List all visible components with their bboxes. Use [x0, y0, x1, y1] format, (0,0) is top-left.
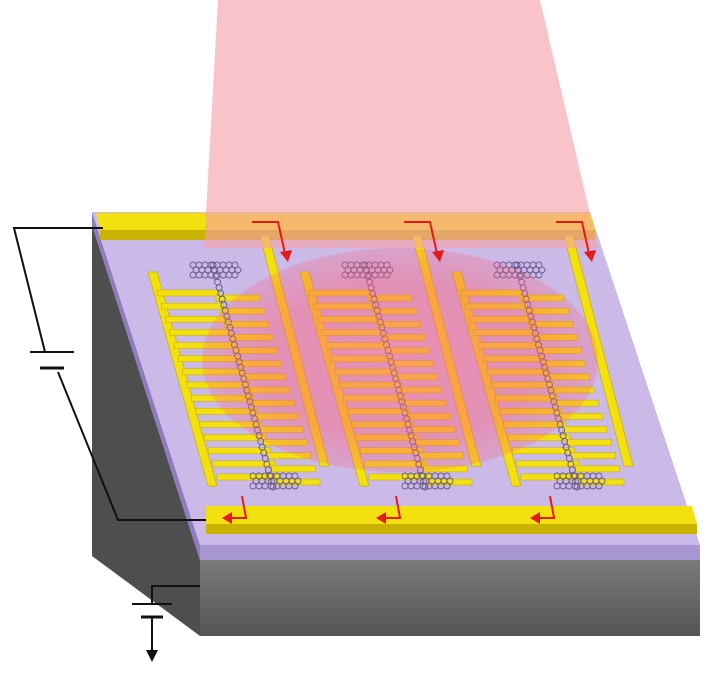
bottom-bus-top	[206, 506, 697, 524]
current-direction-arrows	[222, 221, 596, 524]
graphene-flake-top	[538, 266, 546, 274]
ground-arrow	[146, 650, 158, 662]
finger-electrode-left	[160, 302, 224, 310]
finger-electrode-left	[208, 447, 271, 455]
finger-electrode-right	[571, 452, 616, 460]
left-comb-spine	[147, 271, 218, 487]
laser-spot	[202, 248, 598, 472]
wire-bottom	[57, 371, 206, 521]
base-block-side	[92, 225, 200, 636]
finger-electrode-left	[368, 473, 432, 481]
current-arrow-down	[556, 221, 591, 259]
finger-electrode-left	[156, 289, 220, 297]
current-arrow-down	[252, 221, 287, 259]
graphene-flake-top	[535, 261, 543, 269]
current-arrow-head	[584, 250, 596, 262]
ground-wire	[151, 585, 200, 604]
graphene-flake-bottom	[595, 482, 603, 490]
current-arrow-left	[228, 495, 248, 519]
graphene-flake-top	[535, 271, 543, 279]
graphene-flake-top	[234, 266, 242, 274]
bottom-bus-electrode	[206, 506, 697, 534]
current-arrow-head	[280, 250, 292, 262]
current-arrow-down	[404, 221, 439, 259]
current-arrow-left	[382, 495, 402, 519]
finger-electrode-left	[520, 473, 584, 481]
current-arrow-left	[536, 495, 556, 519]
substrate-front	[200, 545, 700, 560]
laser-beam	[204, 0, 598, 248]
current-arrow-head	[530, 512, 540, 524]
graphene-flake-top	[231, 261, 239, 269]
circuit	[12, 227, 206, 662]
wire-top	[12, 227, 103, 353]
graphene-flake-bottom	[291, 472, 299, 480]
graphene-flake-bottom	[443, 472, 451, 480]
graphene-flake-bottom	[294, 477, 302, 485]
graphene-flake-bottom	[443, 482, 451, 490]
base-block-front	[200, 560, 700, 636]
substrate-side	[92, 212, 200, 560]
graphene-flake-bottom	[598, 477, 606, 485]
finger-electrode-left	[216, 473, 280, 481]
graphene-flake-bottom	[446, 477, 454, 485]
base-block	[92, 225, 700, 636]
current-arrow-head	[432, 250, 444, 262]
current-arrow-head	[376, 512, 386, 524]
graphene-flake-bottom	[595, 472, 603, 480]
current-arrow-head	[222, 512, 232, 524]
graphene-flake-top	[231, 271, 239, 279]
finger-electrode-left	[516, 460, 580, 468]
finger-electrode-left	[212, 460, 276, 468]
bottom-bus-front	[206, 524, 697, 534]
finger-electrode-right	[562, 426, 608, 433]
graphene-flake-bottom	[291, 482, 299, 490]
